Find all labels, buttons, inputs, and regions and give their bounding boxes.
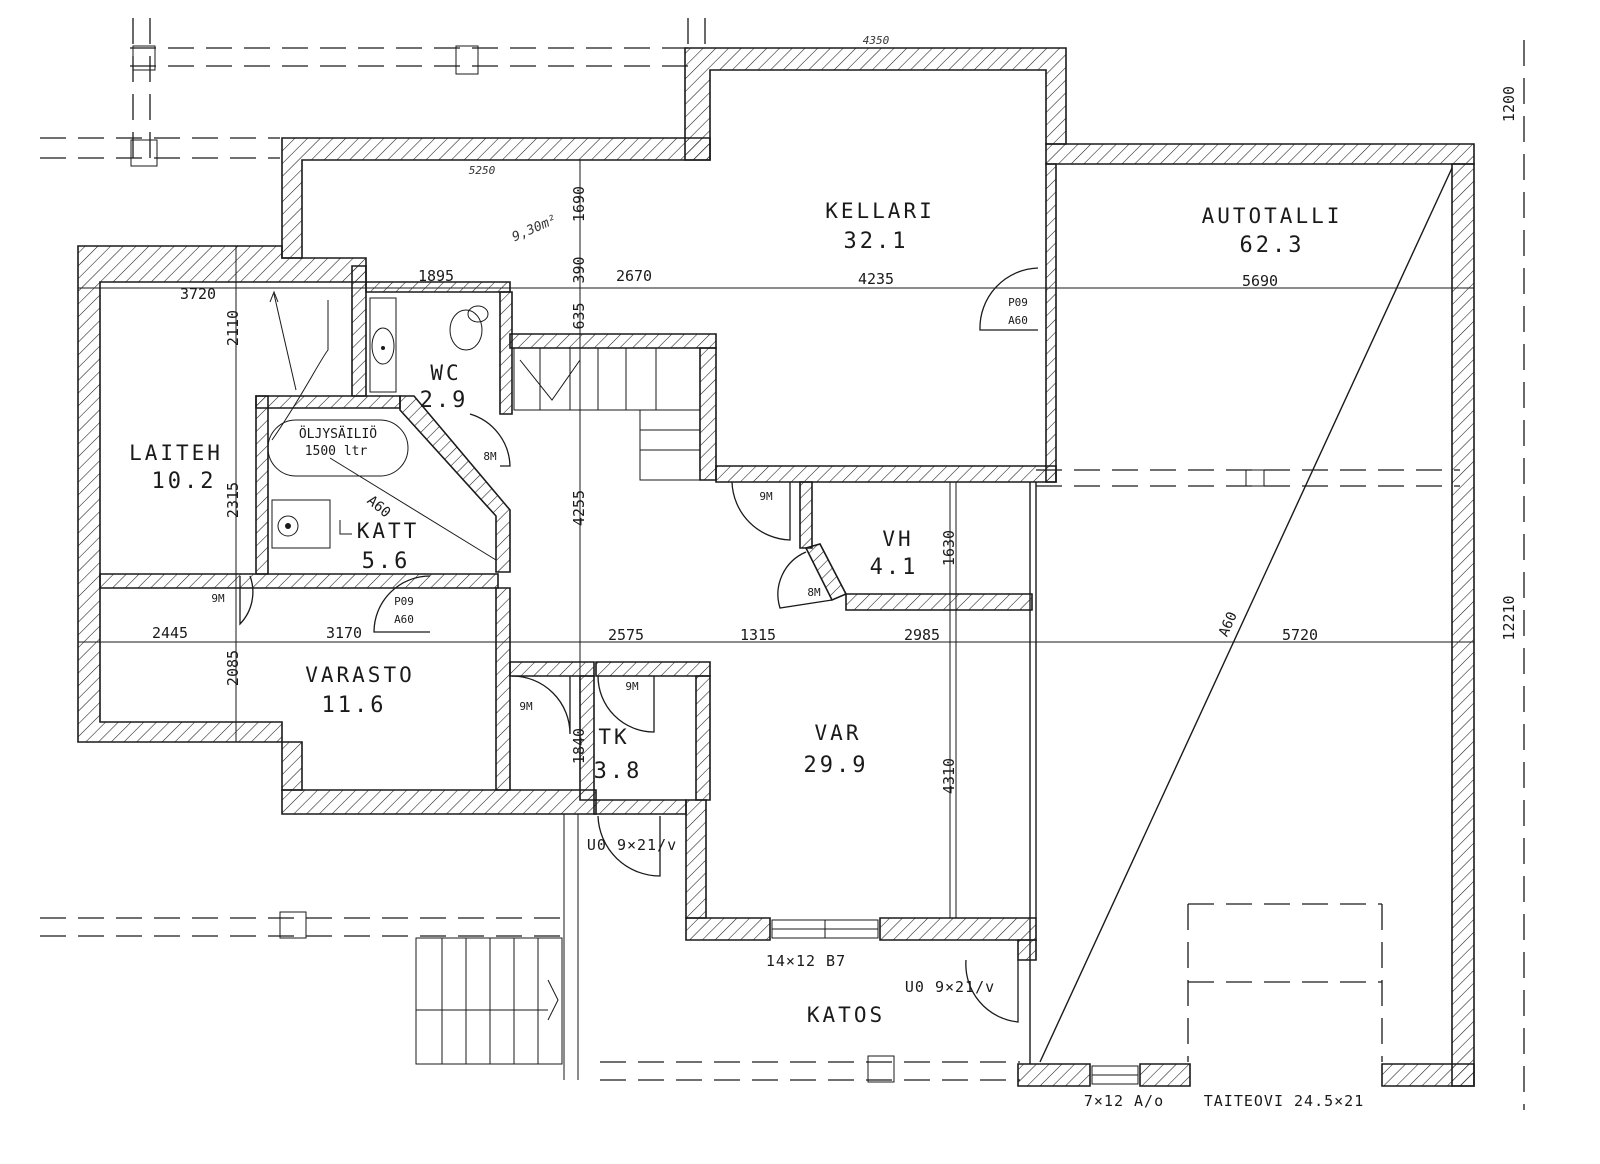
dim-2575: 2575	[608, 626, 644, 644]
room-area-tk: 3.8	[594, 759, 643, 784]
dim-v-4255: 4255	[570, 490, 588, 526]
interior-walls	[99, 265, 1057, 1080]
dim-top-4350: 4350	[863, 34, 890, 47]
room-name-var: VAR	[815, 721, 862, 745]
hand-area-note: 9,30m²	[510, 212, 559, 245]
door-rating-kellari: A60	[1008, 314, 1028, 327]
room-name-autotalli: AUTOTALLI	[1202, 204, 1343, 228]
room-area-wc: 2.9	[420, 388, 469, 413]
dim-5690: 5690	[1242, 272, 1278, 290]
dim-v-4310: 4310	[940, 758, 958, 794]
dim-v-12210: 12210	[1500, 595, 1518, 640]
door-9m-tk-left: 9M	[519, 700, 533, 713]
door-code-kellari: P09	[1008, 296, 1028, 309]
room-name-varasto: VARASTO	[305, 663, 415, 687]
katt-diagonal	[329, 457, 497, 561]
door-9m-laiteh: 9M	[211, 592, 225, 605]
toilet-icon	[449, 309, 483, 351]
tank-label: ÖLJYSÄILIÖ	[299, 425, 377, 442]
dim-1315: 1315	[740, 626, 776, 644]
doors	[239, 267, 1039, 1023]
dim-v-2085: 2085	[224, 650, 242, 686]
tank-capacity: 1500 ltr	[305, 444, 368, 459]
room-area-varasto: 11.6	[322, 693, 387, 718]
dim-v-2315: 2315	[224, 482, 242, 518]
room-name-tk: TK	[598, 725, 629, 749]
dim-2985: 2985	[904, 626, 940, 644]
fixtures	[267, 290, 489, 549]
room-name-katos: KATOS	[807, 1003, 885, 1027]
dimension-lines	[78, 160, 1474, 918]
stairs-exterior	[415, 937, 563, 1065]
dim-v-635: 635	[570, 302, 588, 329]
dim-v-1200: 1200	[1500, 86, 1518, 122]
dim-v-1840: 1840	[570, 728, 588, 764]
window-label-var: 14×12 B7	[766, 952, 846, 970]
room-name-laiteh: LAITEH	[129, 441, 223, 465]
dim-2445: 2445	[152, 624, 188, 642]
room-area-laiteh: 10.2	[152, 469, 217, 494]
room-area-kellari: 32.1	[844, 229, 909, 254]
room-name-wc: WC	[430, 361, 461, 385]
door-entry-label: U0 9×21/v	[587, 836, 677, 854]
dim-v-390: 390	[570, 256, 588, 283]
room-area-var: 29.9	[804, 753, 869, 778]
dim-v-1690: 1690	[570, 186, 588, 222]
dim-5720: 5720	[1282, 626, 1318, 644]
dim-3720: 3720	[180, 285, 216, 303]
garage-diagonal	[1039, 167, 1453, 1063]
dim-1895: 1895	[418, 267, 454, 285]
room-name-vh: VH	[882, 527, 913, 551]
fire-label-katt: A60	[364, 493, 394, 522]
reference-lines	[40, 18, 1525, 1110]
stairs-interior	[513, 347, 701, 481]
room-area-autotalli: 62.3	[1240, 233, 1305, 258]
door-9m-tk: 9M	[625, 680, 639, 693]
door-rating-varasto: A60	[394, 613, 414, 626]
window-label-garage: 7×12 A/o	[1084, 1092, 1164, 1110]
exterior-walls	[77, 47, 1475, 1087]
floor-drain-icon	[271, 499, 331, 549]
garage-door-label: TAITEOVI 24.5×21	[1204, 1092, 1365, 1110]
oil-tank-icon	[267, 419, 409, 477]
door-katos-label: U0 9×21/v	[905, 978, 995, 996]
dim-v-1630: 1630	[940, 530, 958, 566]
door-8m-wc: 8M	[483, 450, 497, 463]
room-area-vh: 4.1	[870, 555, 919, 580]
dim-v-2110: 2110	[224, 310, 242, 346]
door-8m-vh: 8M	[807, 586, 821, 599]
room-area-katt: 5.6	[362, 549, 411, 574]
door-9m-hall: 9M	[759, 490, 773, 503]
room-name-katt: KATT	[357, 519, 420, 543]
windows	[771, 919, 1139, 1085]
dim-2670: 2670	[616, 267, 652, 285]
dim-3170: 3170	[326, 624, 362, 642]
door-code-varasto: P09	[394, 595, 414, 608]
dim-top-5250: 5250	[469, 164, 496, 177]
dim-4235: 4235	[858, 270, 894, 288]
room-name-kellari: KELLARI	[825, 199, 935, 223]
